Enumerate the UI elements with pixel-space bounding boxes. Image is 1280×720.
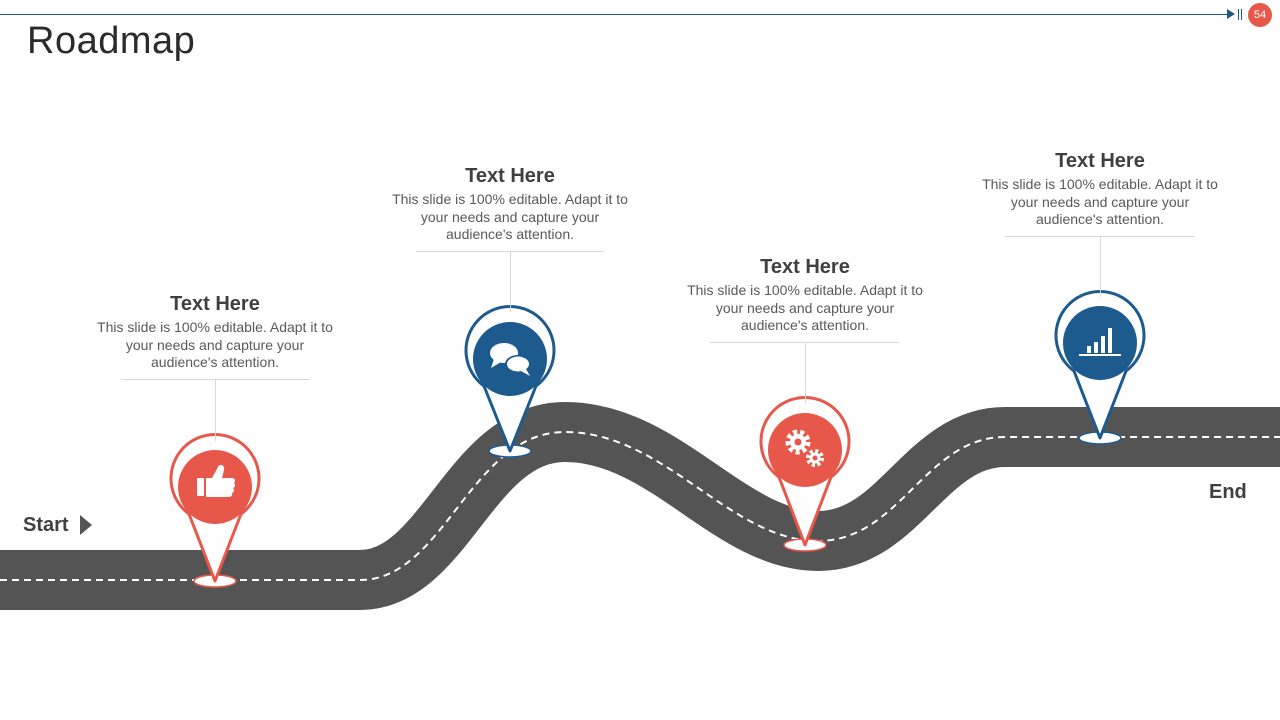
callout-stem-1 <box>215 379 216 441</box>
start-arrow-icon <box>80 515 92 535</box>
callout-stem-3 <box>805 342 806 403</box>
callout-rule-3 <box>710 342 899 343</box>
page-number-badge: 54 <box>1248 3 1272 27</box>
callout-rule-4 <box>1005 236 1194 237</box>
header-bar-icon <box>1241 9 1242 20</box>
milestone-body: This slide is 100% editable. Adapt it to… <box>982 176 1218 227</box>
callout-stem-2 <box>510 251 511 312</box>
milestone-pin-3 <box>759 396 851 552</box>
milestone-body: This slide is 100% editable. Adapt it to… <box>97 319 333 370</box>
bar-chart-icon <box>1079 328 1121 356</box>
milestone-heading: Text Here <box>170 293 260 315</box>
milestone-heading: Text Here <box>465 165 555 187</box>
milestone-text-4: Text Here This slide is 100% editable. A… <box>980 150 1220 229</box>
milestone-pin-1 <box>169 433 261 588</box>
end-label: End <box>1209 481 1247 503</box>
page-title: Roadmap <box>27 20 196 62</box>
milestone-body: This slide is 100% editable. Adapt it to… <box>687 282 923 333</box>
header-bar-icon <box>1238 9 1239 20</box>
chat-bubbles-icon <box>490 343 531 376</box>
road-center-line <box>0 430 1280 581</box>
milestone-heading: Text Here <box>1055 150 1145 172</box>
gears-icon <box>785 429 824 467</box>
header-rule <box>0 14 1232 15</box>
thumbs-up-icon <box>197 464 236 497</box>
callout-stem-4 <box>1100 236 1101 297</box>
header-arrow-icon <box>1227 9 1235 19</box>
milestone-text-3: Text Here This slide is 100% editable. A… <box>685 256 925 335</box>
milestone-body: This slide is 100% editable. Adapt it to… <box>392 191 628 242</box>
milestone-text-2: Text Here This slide is 100% editable. A… <box>390 165 630 244</box>
milestone-heading: Text Here <box>760 256 850 278</box>
milestone-text-1: Text Here This slide is 100% editable. A… <box>95 293 335 372</box>
start-label: Start <box>23 514 69 536</box>
milestone-pin-4 <box>1054 290 1146 445</box>
